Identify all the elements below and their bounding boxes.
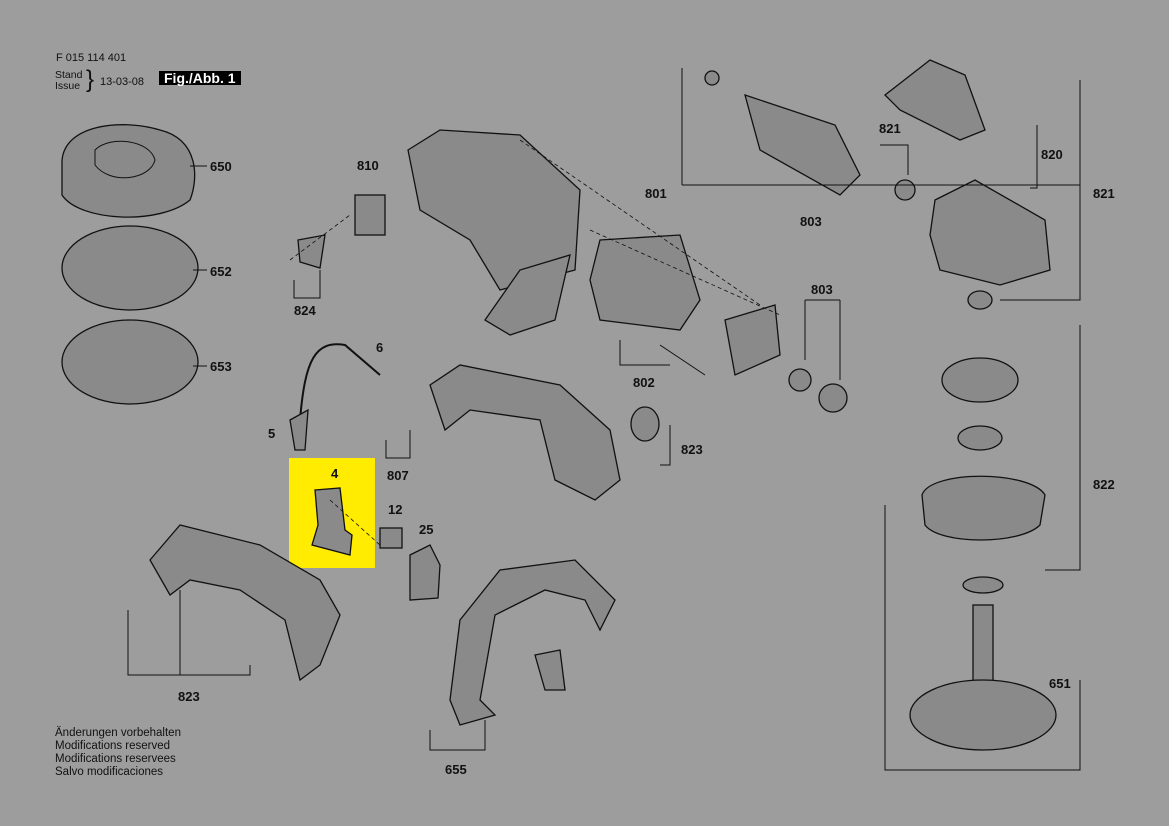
auxiliary-handle-823 (149, 524, 341, 682)
gear-housing (929, 179, 1051, 286)
part-label-823: 823 (681, 442, 703, 457)
part-label-820: 820 (1041, 147, 1063, 162)
part-label-650: 650 (210, 159, 232, 174)
pad-653 (61, 319, 199, 405)
brush-holder-810 (354, 194, 386, 236)
issue-date: 13-03-08 (100, 76, 145, 88)
backing-pad-651 (909, 679, 1057, 751)
part-label-25: 25 (419, 522, 433, 537)
polishing-bonnet-650 (61, 124, 196, 218)
part-label-807: 807 (387, 468, 409, 483)
handle-housing (429, 364, 621, 501)
cap-25 (409, 544, 441, 601)
part-label-823b: 823 (178, 689, 200, 704)
brace-icon: } (86, 66, 95, 93)
part-label-821b: 821 (1093, 186, 1115, 201)
part-label-652: 652 (210, 264, 232, 279)
switch-4[interactable] (311, 487, 353, 556)
part-label-802: 802 (633, 375, 655, 390)
part-label-655: 655 (445, 762, 467, 777)
note-line: Änderungen vorbehalten (55, 727, 181, 739)
field-802 (589, 234, 701, 331)
part-label-801: 801 (645, 186, 667, 201)
power-cord-5 (289, 408, 309, 451)
brush-12 (379, 527, 403, 549)
note-line: Salvo modificaciones (55, 766, 164, 778)
document-number: F 015 114 401 (56, 52, 127, 64)
motor-housing-801 (407, 129, 581, 291)
part-label-821: 821 (879, 121, 901, 136)
stand-label: Stand (55, 69, 83, 81)
part-label-4: 4 (331, 466, 339, 481)
bearing-flange (921, 475, 1046, 541)
gear-cover (884, 59, 986, 141)
part-label-810: 810 (357, 158, 379, 173)
figure-label: Fig./Abb. 1 (159, 71, 241, 85)
part-label-803b: 803 (811, 282, 833, 297)
part-label-653: 653 (210, 359, 232, 374)
part-label-824: 824 (294, 303, 316, 318)
issue-label: Issue (55, 80, 81, 92)
note-line: Modifications reserved (55, 740, 171, 752)
part-label-651: 651 (1049, 676, 1071, 691)
bow-handle-655 (449, 559, 616, 726)
part-label-803: 803 (800, 214, 822, 229)
armature-803 (744, 93, 861, 196)
part-label-822: 822 (1093, 477, 1115, 492)
pad-652 (61, 225, 199, 311)
part-label-5: 5 (268, 426, 275, 441)
notes: Änderungen vorbehalten Modifications res… (55, 727, 181, 779)
note-line: Modifications reservees (55, 753, 176, 765)
part-label-6: 6 (376, 340, 383, 355)
part-label-12: 12 (388, 502, 402, 517)
